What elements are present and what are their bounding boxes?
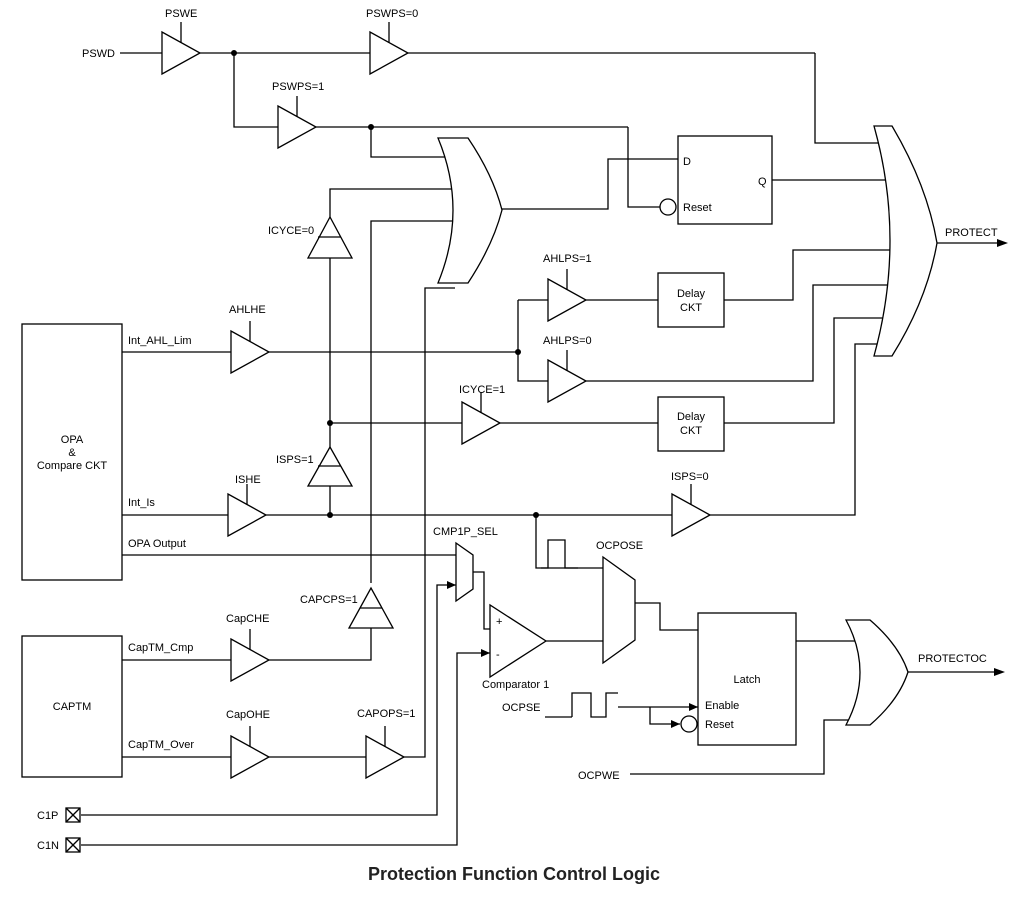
junction-dots [231, 50, 539, 518]
opa-line-1: OPA [61, 434, 84, 446]
captm-label: CAPTM [53, 701, 92, 713]
label-ahlhe: AHLHE [229, 304, 266, 316]
input-c1n: C1N [37, 840, 59, 852]
signal-opa-output: OPA Output [128, 538, 186, 550]
delay2-line-2: CKT [680, 425, 702, 437]
blocks [21, 135, 797, 853]
or-gates [437, 125, 938, 726]
label-isps0: ISPS=0 [671, 471, 709, 483]
label-capcps1: CAPCPS=1 [300, 594, 358, 606]
opa-compare-block [21, 323, 123, 581]
captm-block [21, 635, 123, 778]
or-gate-protectoc [844, 619, 909, 726]
label-icyce1: ICYCE=1 [459, 384, 505, 396]
input-ocpse: OCPSE [502, 702, 541, 714]
reset-bubble-latch [680, 715, 698, 733]
delay-block-2 [657, 396, 725, 452]
label-capche: CapCHE [226, 613, 269, 625]
input-pswd: PSWD [82, 48, 115, 60]
label-icyce0: ICYCE=0 [268, 225, 314, 237]
arrow-protect [997, 239, 1008, 247]
label-ahlps1: AHLPS=1 [543, 253, 592, 265]
delay-block-1 [657, 272, 725, 328]
latch-block [697, 612, 797, 746]
wires [81, 52, 1000, 846]
latch-label: Latch [734, 674, 761, 686]
label-pswps0: PSWPS=0 [366, 8, 418, 20]
pin-reset-ff: Reset [683, 202, 712, 214]
flip-flop-block [677, 135, 773, 225]
cmp1p-sel-mux [455, 541, 474, 603]
diagram-title: Protection Function Control Logic [368, 864, 660, 884]
label-ahlps0: AHLPS=0 [543, 335, 592, 347]
pin-d: D [683, 156, 691, 168]
input-c1p: C1P [37, 810, 58, 822]
pin-minus: - [496, 649, 500, 661]
signal-int-is: Int_Is [128, 497, 155, 509]
delay1-line-1: Delay [677, 288, 706, 300]
arrow-c1n [481, 649, 490, 657]
arrow-c1p [447, 581, 456, 589]
signal-captm-over: CapTM_Over [128, 739, 194, 751]
pin-reset-latch: Reset [705, 719, 734, 731]
opa-line-2: & [68, 447, 76, 459]
label-pswe: PSWE [165, 8, 197, 20]
or-gate-small [437, 137, 503, 284]
output-protectoc: PROTECTOC [918, 653, 987, 665]
label-capops1: CAPOPS=1 [357, 708, 415, 720]
signal-int-ahl-lim: Int_AHL_Lim [128, 335, 192, 347]
ocpose-mux [602, 555, 636, 665]
pin-enable: Enable [705, 700, 739, 712]
pin-q: Q [758, 176, 767, 188]
signal-ocpose: OCPOSE [596, 540, 643, 552]
or-gate-protect [873, 125, 938, 357]
opa-line-3: Compare CKT [37, 460, 108, 472]
labels: PSWD PSWE PSWPS=0 PSWPS=1 ICYCE=0 AHLPS=… [37, 8, 998, 884]
signal-captm-cmp: CapTM_Cmp [128, 642, 193, 654]
pin-plus: + [496, 616, 502, 628]
arrow-reset-latch [671, 720, 680, 728]
comparator-label: Comparator 1 [482, 679, 549, 691]
input-ocpwe: OCPWE [578, 770, 620, 782]
buffers [161, 22, 712, 780]
signal-cmp1p-sel: CMP1P_SEL [433, 526, 498, 538]
arrowheads [447, 239, 1008, 728]
comparator-1 [489, 603, 548, 679]
reset-bubble-ff [659, 198, 677, 216]
label-pswps1: PSWPS=1 [272, 81, 324, 93]
output-protect: PROTECT [945, 227, 998, 239]
label-ishe: ISHE [235, 474, 261, 486]
label-capohe: CapOHE [226, 709, 270, 721]
delay2-line-1: Delay [677, 411, 706, 423]
arrow-enable [689, 703, 698, 711]
arrow-protectoc [994, 668, 1005, 676]
label-isps1: ISPS=1 [276, 454, 314, 466]
delay1-line-2: CKT [680, 302, 702, 314]
